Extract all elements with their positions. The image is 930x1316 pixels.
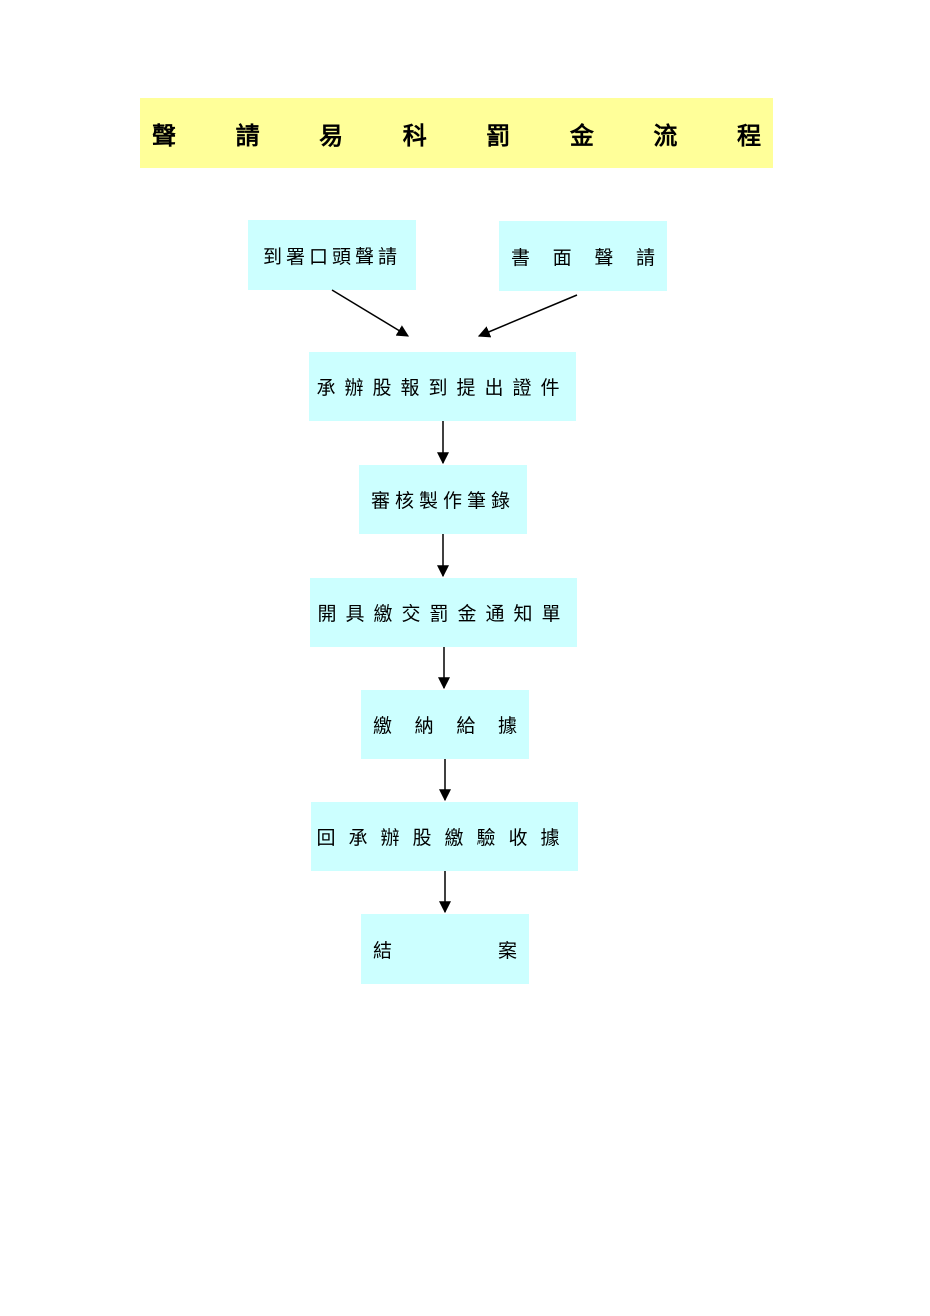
title-char: 易: [319, 121, 344, 150]
title-char: 金: [569, 121, 594, 150]
node-label: 承辦股報到提出證件: [316, 377, 569, 399]
node-written-request: 書 面 聲 請: [499, 221, 667, 291]
node-label: 開具繳交罰金通知單: [317, 603, 570, 625]
node-review-record: 審核製作筆錄: [359, 465, 527, 534]
node-payment-receipt: 繳 納 給 據: [361, 690, 529, 759]
node-oral-request: 到署口頭聲請: [248, 220, 416, 290]
node-label-char: 聲: [594, 246, 614, 269]
node-return-receipt: 回承辦股繳驗收據: [311, 802, 578, 871]
arrow-written-to-report: [477, 294, 578, 338]
node-label-char: 請: [635, 246, 655, 269]
node-label: 到署口頭聲請: [262, 245, 401, 268]
node-label-char: 納: [414, 715, 434, 737]
node-label-char: 案: [497, 939, 517, 962]
node-report-documents: 承辦股報到提出證件: [309, 352, 576, 421]
node-label: 回承辦股繳驗收據: [316, 827, 573, 849]
title-char: 科: [402, 121, 427, 150]
title-char: 流: [653, 121, 678, 150]
node-issue-notice: 開具繳交罰金通知單: [310, 578, 577, 647]
node-close-case: 結 案: [361, 914, 529, 984]
title-char: 請: [235, 121, 260, 150]
node-label-char: 面: [552, 246, 572, 269]
title-char: 程: [736, 121, 761, 150]
node-label-char: 據: [497, 715, 517, 737]
title-char: 罰: [486, 121, 511, 150]
node-label-char: 繳: [373, 715, 393, 737]
title-char: 聲: [152, 121, 176, 150]
node-label-char: 書: [511, 246, 531, 269]
arrow-oral-to-report: [331, 289, 410, 337]
node-label-char: 結: [373, 939, 393, 962]
node-label: 審核製作筆錄: [370, 490, 515, 512]
node-label-char: 給: [456, 715, 476, 737]
flowchart-title: 聲 請 易 科 罰 金 流 程: [140, 98, 773, 168]
